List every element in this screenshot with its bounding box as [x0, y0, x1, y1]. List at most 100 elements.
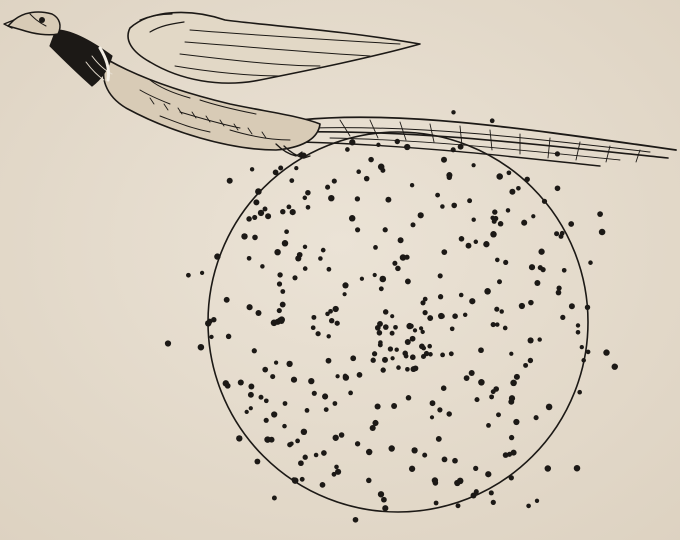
shot-pellet [422, 453, 427, 458]
shot-pellet [446, 411, 451, 416]
shot-pellet [259, 395, 264, 400]
shot-pellet [364, 176, 370, 182]
shot-pellet [402, 351, 408, 357]
shot-pellet [388, 346, 393, 351]
shot-pellet [523, 363, 528, 368]
shot-pellet [325, 185, 330, 190]
shot-pellet [427, 344, 432, 349]
shot-pellet [483, 241, 489, 247]
shot-pellet [394, 347, 398, 351]
shot-pellet [383, 227, 388, 232]
shot-pellet [382, 357, 388, 363]
shot-pellet [464, 375, 470, 381]
shot-pellet [375, 325, 381, 331]
shot-pellet [531, 214, 535, 218]
shot-pellet [371, 358, 376, 363]
shot-pellet [290, 209, 296, 215]
shot-pellet [442, 457, 448, 463]
shot-pellet [484, 288, 491, 295]
shot-pellet [274, 360, 278, 364]
shot-pellet [286, 204, 291, 209]
shot-pellet [301, 429, 307, 435]
shot-pellet [348, 391, 353, 396]
shot-pellet [577, 390, 582, 395]
shot-pellet [509, 475, 514, 480]
shot-pellet [452, 458, 458, 464]
shot-pellet [509, 435, 514, 440]
shot-pellet [292, 275, 297, 280]
shot-pellet [438, 273, 443, 278]
shot-pellet [560, 231, 565, 236]
shot-pellet [322, 393, 328, 399]
shot-pellet [585, 305, 590, 310]
shot-pellet [383, 324, 389, 330]
shot-pellet [332, 472, 337, 477]
shot-pellet [200, 271, 204, 275]
shot-pellet [440, 204, 445, 209]
shot-pellet [410, 183, 414, 187]
shot-pellet [469, 298, 475, 304]
shot-pellet [451, 110, 455, 114]
shot-pellet [410, 336, 416, 342]
shot-pellet [328, 309, 333, 314]
shot-pellet [490, 231, 497, 238]
shot-pellet [472, 218, 476, 222]
shot-pellet [303, 266, 308, 271]
shot-pellet [277, 272, 282, 277]
shot-pellet [334, 465, 339, 470]
shot-pellet [277, 281, 282, 286]
shot-pellet [303, 455, 308, 460]
shot-pellet [335, 321, 340, 326]
shot-pellet [478, 379, 485, 386]
shot-pellet [400, 254, 407, 261]
shot-pellet [256, 310, 262, 316]
shot-pellet [449, 351, 454, 356]
shot-pellet [282, 424, 287, 429]
shot-pellet [324, 407, 329, 412]
shot-pellet [526, 504, 531, 509]
shot-pellet [430, 415, 434, 419]
shot-pellet [493, 386, 499, 392]
shot-pellet [247, 304, 253, 310]
shot-pellet [186, 273, 191, 278]
shot-pellet [534, 415, 539, 420]
shot-pellet [264, 398, 269, 403]
shot-pellet [375, 403, 381, 409]
shot-pellet [270, 374, 275, 379]
shot-pellet [284, 229, 289, 234]
shot-pellet [405, 278, 411, 284]
shot-pellet [603, 349, 609, 355]
shot-pellet [241, 233, 247, 239]
shot-pellet [355, 196, 360, 201]
shot-pellet [524, 177, 529, 182]
shot-pellet [250, 167, 254, 171]
shot-pellet [272, 496, 277, 501]
shot-pellet [373, 245, 378, 250]
shot-pellet [597, 211, 603, 217]
shot-pellet [335, 374, 339, 378]
shot-pellet [211, 317, 216, 322]
shot-pellet [383, 309, 389, 315]
shot-pellet [283, 401, 288, 406]
shot-pellet [554, 231, 559, 236]
shot-pellet [303, 245, 307, 249]
shot-pellet [519, 303, 525, 309]
shot-pellet [205, 320, 211, 326]
shot-pellet [343, 292, 347, 296]
shot-pellet [320, 482, 326, 488]
shot-pellet [377, 330, 383, 336]
shot-pellet [457, 478, 464, 485]
shot-pellet [478, 347, 484, 353]
shot-pellet [528, 300, 534, 306]
shot-pellet [560, 315, 565, 320]
shot-pellet [474, 397, 479, 402]
shot-pellet [333, 401, 338, 406]
shot-pellet [326, 358, 332, 364]
shot-pellet [405, 367, 410, 372]
shot-pellet [372, 351, 377, 356]
shot-pellet [292, 477, 299, 484]
shot-pellet [318, 256, 323, 261]
shot-pellet [248, 384, 254, 390]
shot-pellet [542, 199, 547, 204]
